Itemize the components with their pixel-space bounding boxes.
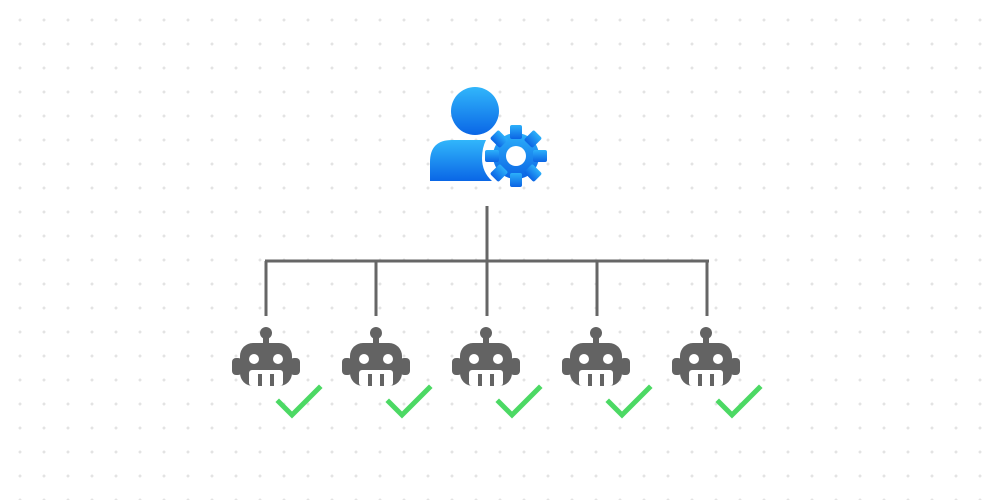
leaf-node xyxy=(335,326,435,422)
leaf-node xyxy=(665,326,765,422)
robot-icon xyxy=(232,327,300,386)
checkmark-icon xyxy=(275,384,323,419)
root-node xyxy=(426,86,550,192)
robot-icon xyxy=(562,327,630,386)
robot-icon xyxy=(672,327,740,386)
leaf-node xyxy=(225,326,325,422)
leaf-node xyxy=(445,326,545,422)
checkmark-icon xyxy=(605,384,653,419)
checkmark-icon xyxy=(715,384,763,419)
robot-icon xyxy=(342,327,410,386)
checkmark-icon xyxy=(495,384,543,419)
user-gear-icon xyxy=(430,87,547,187)
checkmark-icon xyxy=(385,384,433,419)
robot-icon xyxy=(452,327,520,386)
leaf-node xyxy=(555,326,655,422)
